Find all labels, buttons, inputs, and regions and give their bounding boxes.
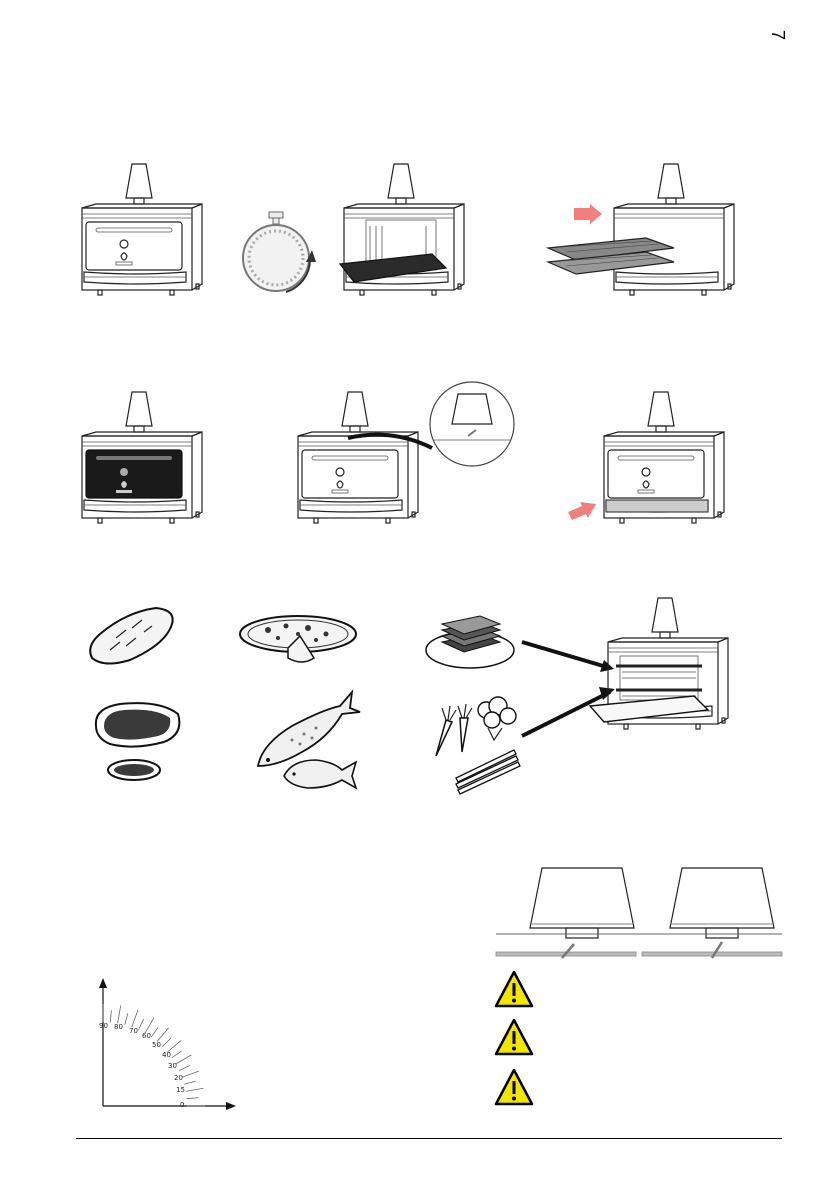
figure-oven-door-open xyxy=(336,164,476,304)
figure-oven-shelves xyxy=(586,592,746,752)
angle-tick xyxy=(132,1010,138,1027)
fish-icon xyxy=(252,688,360,788)
angle-label-20: 20 xyxy=(174,1074,183,1082)
angle-label-90: 90 xyxy=(99,1022,108,1030)
angle-label-40: 40 xyxy=(162,1051,171,1059)
angle-tick xyxy=(145,1018,154,1034)
angle-tick xyxy=(179,1065,190,1070)
angle-scale-diagram: 90 80 70 60 50 40 30 20 15 0 xyxy=(74,976,244,1116)
lamp-pair xyxy=(496,866,782,962)
angle-tick xyxy=(157,1028,169,1042)
food-pizza xyxy=(238,614,360,668)
angle-label-60: 60 xyxy=(142,1032,151,1040)
oven-icon xyxy=(74,164,214,304)
angle-label-30: 30 xyxy=(168,1062,177,1070)
warning-1 xyxy=(494,970,534,1010)
oven-icon xyxy=(586,592,746,752)
warning-2 xyxy=(494,1018,534,1058)
angle-tick xyxy=(151,1027,158,1037)
angle-tick xyxy=(187,1098,199,1099)
figure-stopwatch xyxy=(236,212,322,302)
figure-oven-closed xyxy=(74,164,214,304)
grill-icon xyxy=(546,164,746,304)
warning-icon xyxy=(494,1068,534,1108)
pizza-icon xyxy=(238,614,360,668)
figure-lamp-positions xyxy=(496,866,782,962)
figure-oven-lamp-detail xyxy=(282,372,518,532)
angle-label-70: 70 xyxy=(129,1027,138,1035)
angle-label-80: 80 xyxy=(114,1023,123,1031)
warning-3 xyxy=(494,1068,534,1108)
oven-icon xyxy=(282,372,518,532)
stopwatch-icon xyxy=(236,212,322,302)
vegetables-icon xyxy=(428,694,528,796)
steak-icon xyxy=(90,700,186,782)
arrow-icon xyxy=(568,502,596,520)
angle-label-0: 0 xyxy=(180,1101,184,1109)
figure-oven-grills xyxy=(546,164,746,304)
oven-icon xyxy=(336,164,476,304)
figure-oven-drawer xyxy=(556,392,726,532)
footer-rule xyxy=(76,1138,782,1139)
angle-tick xyxy=(172,1051,182,1058)
oven-icon xyxy=(556,392,726,532)
angle-tick xyxy=(138,1019,143,1030)
food-vegetables xyxy=(428,694,528,796)
food-steak xyxy=(90,700,186,782)
angle-tick xyxy=(110,1010,111,1022)
angle-tick xyxy=(118,1006,121,1024)
page-number: 7 xyxy=(767,30,788,40)
angle-tick xyxy=(162,1038,170,1046)
food-lasagna xyxy=(424,614,520,670)
bread-icon xyxy=(86,606,176,668)
food-bread xyxy=(86,606,176,668)
angle-scale: 90 80 70 60 50 40 30 20 15 0 xyxy=(74,976,244,1116)
oven-icon xyxy=(74,392,214,532)
lasagna-icon xyxy=(424,614,520,670)
angle-tick xyxy=(176,1055,192,1064)
figure-oven-dark-door xyxy=(74,392,214,532)
warning-icon xyxy=(494,1018,534,1058)
angle-tick xyxy=(184,1081,196,1084)
angle-tick xyxy=(125,1013,128,1025)
arrow-icon xyxy=(574,204,602,224)
food-fish xyxy=(252,688,360,788)
angle-tick xyxy=(186,1088,204,1091)
angle-tick xyxy=(182,1071,199,1077)
angle-label-15: 15 xyxy=(176,1086,185,1094)
warning-icon xyxy=(494,970,534,1010)
angle-label-50: 50 xyxy=(152,1041,161,1049)
